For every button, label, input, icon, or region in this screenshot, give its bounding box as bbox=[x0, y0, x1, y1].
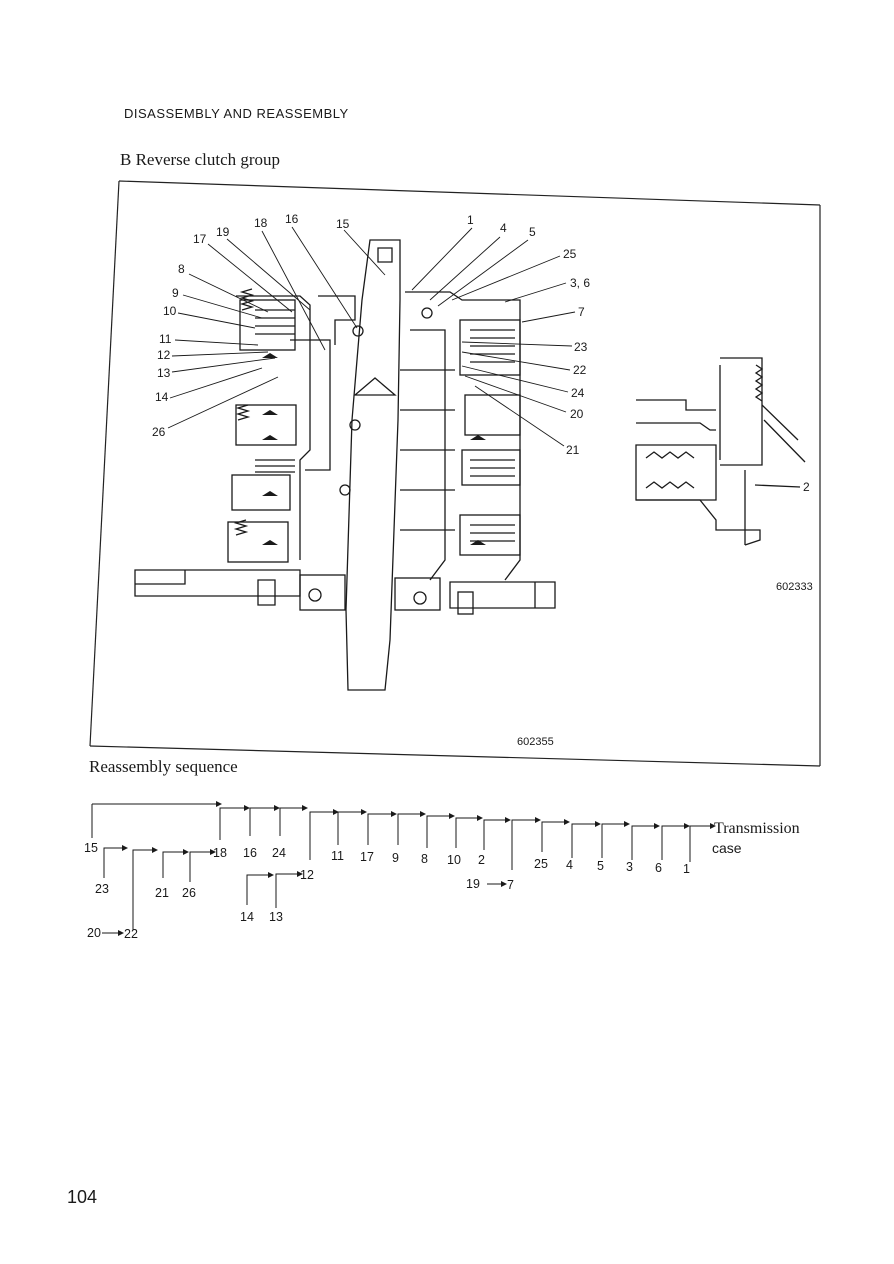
seq-26: 26 bbox=[182, 886, 196, 900]
seq-15: 15 bbox=[84, 841, 98, 855]
seq-12: 12 bbox=[300, 868, 314, 882]
seq-11: 11 bbox=[331, 849, 344, 863]
seq-1: 1 bbox=[683, 862, 690, 876]
callout-17: 17 bbox=[193, 232, 207, 246]
callout-7: 7 bbox=[578, 305, 585, 319]
seq-21: 21 bbox=[155, 886, 169, 900]
callout-8: 8 bbox=[178, 262, 185, 276]
seq-3: 3 bbox=[626, 860, 633, 874]
seq-9: 9 bbox=[392, 851, 399, 865]
seq-19: 19 bbox=[466, 877, 480, 891]
callout-12: 12 bbox=[157, 348, 171, 362]
callout-13: 13 bbox=[157, 366, 171, 380]
page-number: 104 bbox=[67, 1187, 98, 1207]
reassembly-step-labels: 15 23 21 26 18 16 24 12 14 13 20 22 19 7… bbox=[84, 820, 800, 941]
seq-25: 25 bbox=[534, 857, 548, 871]
reassembly-arrowheads bbox=[118, 801, 716, 936]
seq-end-line1: Transmission bbox=[714, 820, 800, 837]
leader-lines bbox=[167, 226, 576, 447]
seq-8: 8 bbox=[421, 852, 428, 866]
seq-18: 18 bbox=[213, 846, 227, 860]
reassembly-flow-lines bbox=[91, 803, 710, 934]
callout-21: 21 bbox=[566, 443, 580, 457]
reverse-clutch-cross-section bbox=[134, 239, 556, 691]
seq-16: 16 bbox=[243, 846, 257, 860]
detail-view-cross-section bbox=[635, 357, 806, 546]
seq-10: 10 bbox=[447, 853, 461, 867]
callout-15: 15 bbox=[336, 217, 350, 231]
callout-9: 9 bbox=[172, 286, 179, 300]
seq-6: 6 bbox=[655, 861, 662, 875]
callout-11: 11 bbox=[159, 332, 172, 346]
callout-24: 24 bbox=[571, 386, 585, 400]
seq-22: 22 bbox=[124, 927, 138, 941]
callout-3-6: 3, 6 bbox=[570, 276, 590, 290]
seq-2: 2 bbox=[478, 853, 485, 867]
figure-frame bbox=[89, 180, 821, 767]
callout-16: 16 bbox=[285, 212, 299, 226]
callouts: 18 16 15 19 17 8 9 10 11 12 13 14 26 1 4… bbox=[152, 212, 813, 748]
callout-25: 25 bbox=[563, 247, 577, 261]
callout-2: 2 bbox=[803, 480, 810, 494]
seq-23: 23 bbox=[95, 882, 109, 896]
callout-5: 5 bbox=[529, 225, 536, 239]
seq-4: 4 bbox=[566, 858, 573, 872]
reassembly-sequence-title: Reassembly sequence bbox=[89, 757, 238, 776]
callout-1: 1 bbox=[467, 213, 474, 227]
seq-7: 7 bbox=[507, 878, 514, 892]
callout-14: 14 bbox=[155, 390, 169, 404]
running-header: DISASSEMBLY AND REASSEMBLY bbox=[124, 106, 349, 121]
callout-10: 10 bbox=[163, 304, 177, 318]
section-title: B Reverse clutch group bbox=[120, 150, 281, 169]
figure-number-detail: 602333 bbox=[776, 581, 813, 593]
callout-23: 23 bbox=[574, 340, 588, 354]
seq-17: 17 bbox=[360, 850, 374, 864]
callout-20: 20 bbox=[570, 407, 584, 421]
seq-20: 20 bbox=[87, 926, 101, 940]
callout-18: 18 bbox=[254, 216, 268, 230]
callout-22: 22 bbox=[573, 363, 587, 377]
seq-5: 5 bbox=[597, 859, 604, 873]
callout-26: 26 bbox=[152, 425, 166, 439]
seq-13: 13 bbox=[269, 910, 283, 924]
figure-number-main: 602355 bbox=[517, 736, 554, 748]
callout-4: 4 bbox=[500, 221, 507, 235]
seq-end-line2: case bbox=[712, 840, 742, 856]
seq-14: 14 bbox=[240, 910, 254, 924]
callout-19: 19 bbox=[216, 225, 230, 239]
seq-24: 24 bbox=[272, 846, 286, 860]
